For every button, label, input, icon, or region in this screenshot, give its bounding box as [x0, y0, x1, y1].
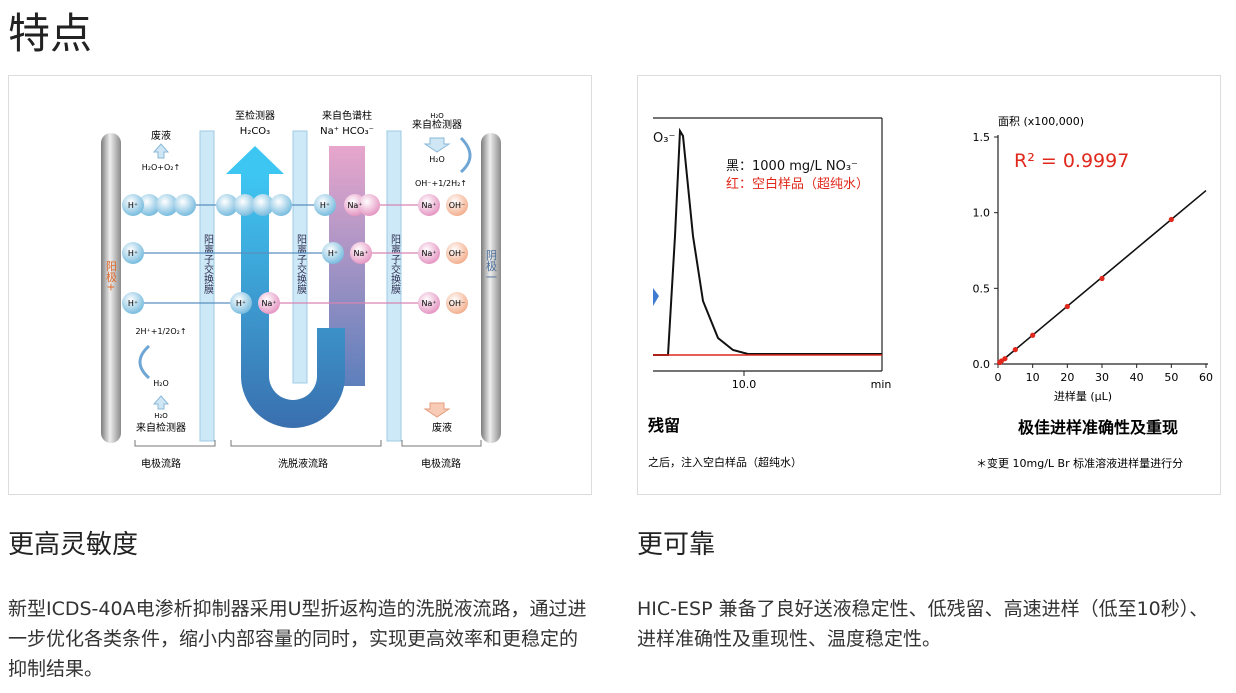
svg-text:废液: 废液 [151, 129, 171, 142]
data-point [1012, 347, 1018, 353]
svg-text:OH⁻: OH⁻ [449, 249, 466, 258]
svg-text:H⁺: H⁺ [128, 249, 138, 258]
legend-red: 红：空白样品（超纯水） [726, 176, 869, 192]
r-squared-annotation: R² = 0.9997 [1014, 150, 1129, 172]
calibration-chart: 面积 (x100,000) 进样量 (μL) R² = 0.9997 极佳进样准… [973, 115, 1214, 470]
cathode-label: 阴极一 [485, 249, 498, 282]
feature-description-reliability: HIC-ESP 兼备了良好送液稳定性、低残留、高速进样（低至10秒）、进样准确性… [637, 598, 1209, 650]
flow-eluent: 洗脱液流路 [278, 457, 328, 470]
svg-text:H⁺: H⁺ [320, 201, 330, 210]
anode-rod [101, 133, 121, 443]
x-tick-10: 10.0 [732, 378, 757, 391]
calibration-title: 极佳进样准确性及重现 [1018, 418, 1178, 437]
anode-label: 阳极+ [105, 260, 118, 292]
chromatogram-caption-title: 残留 [648, 416, 680, 435]
svg-text:Na⁺: Na⁺ [353, 249, 368, 258]
data-point [1168, 216, 1174, 223]
membrane-middle-label: 阳离子交换膜 [295, 234, 307, 295]
svg-text:2H⁺+1/2O₂↑: 2H⁺+1/2O₂↑ [135, 327, 186, 336]
data-point [1002, 356, 1008, 362]
cathode-rod [481, 133, 501, 443]
svg-text:H₂O: H₂O [430, 112, 444, 120]
svg-text:废液: 废液 [432, 421, 452, 434]
suppressor-diagram-card: 阳极+ 阴极一 阳离子交换膜 阳离子交换膜 阳离子交换膜 H⁺ H⁺ Na⁺ N… [8, 75, 592, 495]
membrane-left-label: 阳离子交换膜 [202, 234, 214, 295]
svg-text:H⁺: H⁺ [128, 201, 138, 210]
x-unit: min [871, 378, 892, 391]
data-point [1064, 303, 1070, 310]
svg-text:Na⁺: Na⁺ [421, 249, 436, 258]
page-title: 特点 [8, 9, 93, 58]
x-tick-label: 50 [1164, 371, 1178, 384]
svg-text:OH⁻+1/2H₂↑: OH⁻+1/2H₂↑ [415, 179, 467, 188]
flow-electrode-right: 电极流路 [421, 457, 461, 470]
x-tick-label: 20 [1060, 371, 1074, 384]
svg-text:来自检测器: 来自检测器 [136, 421, 186, 434]
svg-text:来自色谱柱: 来自色谱柱 [322, 109, 372, 122]
svg-text:Na⁺: Na⁺ [261, 299, 276, 308]
feature-heading-sensitivity: 更高灵敏度 [8, 530, 139, 560]
reliability-figure: O₃⁻ 黑：1000 mg/L NO₃⁻ 红：空白样品（超纯水） 10.0 mi… [648, 115, 1214, 470]
membrane-left [199, 130, 215, 442]
x-tick-label: 40 [1130, 371, 1144, 384]
svg-text:H⁺: H⁺ [236, 299, 246, 308]
x-axis-label: 进样量 (μL) [1054, 389, 1112, 403]
svg-text:至检测器: 至检测器 [235, 109, 275, 122]
svg-text:H₂O: H₂O [153, 379, 169, 388]
x-tick-label: 0 [995, 371, 1002, 384]
data-point [1030, 332, 1036, 338]
svg-text:Na⁺: Na⁺ [421, 201, 436, 210]
x-tick-label: 30 [1095, 371, 1109, 384]
peak-label: O₃⁻ [653, 131, 675, 146]
svg-text:Na⁺: Na⁺ [421, 299, 436, 308]
membrane-right [386, 130, 402, 442]
svg-text:H₂O: H₂O [154, 412, 168, 420]
ion-row-3: H⁺ H⁺ Na⁺ Na⁺ OH⁻ [122, 292, 468, 314]
y-tick-label: 0.0 [973, 358, 991, 371]
eluent-arrow-head [226, 146, 284, 174]
svg-text:H₂O+O₂↑: H₂O+O₂↑ [142, 163, 180, 172]
feature-heading-reliability: 更可靠 [637, 530, 716, 560]
ion-row-2: H⁺ H⁺ Na⁺ Na⁺ OH⁻ [122, 242, 468, 264]
svg-text:Na⁺: Na⁺ [347, 201, 362, 210]
svg-text:OH⁻: OH⁻ [449, 299, 466, 308]
membrane-right-label: 阳离子交换膜 [389, 234, 401, 295]
y-tick-label: 1.0 [973, 207, 991, 220]
svg-text:Na⁺ HCO₃⁻: Na⁺ HCO₃⁻ [320, 126, 374, 137]
y-axis-label: 面积 (x100,000) [998, 115, 1084, 128]
svg-text:H⁺: H⁺ [328, 249, 338, 258]
y-tick-label: 0.5 [973, 282, 991, 295]
ion-row-1: H⁺ H⁺ Na⁺ Na⁺ OH⁻ [122, 194, 468, 216]
calibration-footnote: ＊变更 10mg/L Br 标准溶液进样量进行分 [976, 456, 1183, 470]
svg-text:H₂O: H₂O [429, 155, 445, 164]
data-point [1099, 275, 1105, 282]
svg-text:H₂CO₃: H₂CO₃ [240, 126, 270, 137]
svg-text:H⁺: H⁺ [128, 299, 138, 308]
flow-electrode-left: 电极流路 [141, 457, 181, 470]
feature-description-sensitivity: 新型ICDS-40A电渗析抑制器采用U型折返构造的洗脱液流路，通过进一步优化各类… [8, 598, 587, 680]
svg-text:OH⁻: OH⁻ [449, 201, 466, 210]
y-tick-label: 1.5 [973, 131, 991, 144]
chromatogram-caption-text: 之后，注入空白样品（超纯水） [648, 455, 802, 469]
x-tick-label: 60 [1199, 371, 1213, 384]
x-tick-label: 10 [1026, 371, 1040, 384]
suppressor-diagram: 阳极+ 阴极一 阳离子交换膜 阳离子交换膜 阳离子交换膜 H⁺ H⁺ Na⁺ N… [101, 109, 501, 470]
membrane-middle [292, 130, 308, 384]
svg-text:来自检测器: 来自检测器 [412, 118, 462, 131]
reliability-figure-card: O₃⁻ 黑：1000 mg/L NO₃⁻ 红：空白样品（超纯水） 10.0 mi… [637, 75, 1221, 495]
chromatogram: O₃⁻ 黑：1000 mg/L NO₃⁻ 红：空白样品（超纯水） 10.0 mi… [648, 117, 892, 469]
legend-black: 黑：1000 mg/L NO₃⁻ [726, 159, 858, 174]
eluent-u-flow [241, 174, 345, 428]
